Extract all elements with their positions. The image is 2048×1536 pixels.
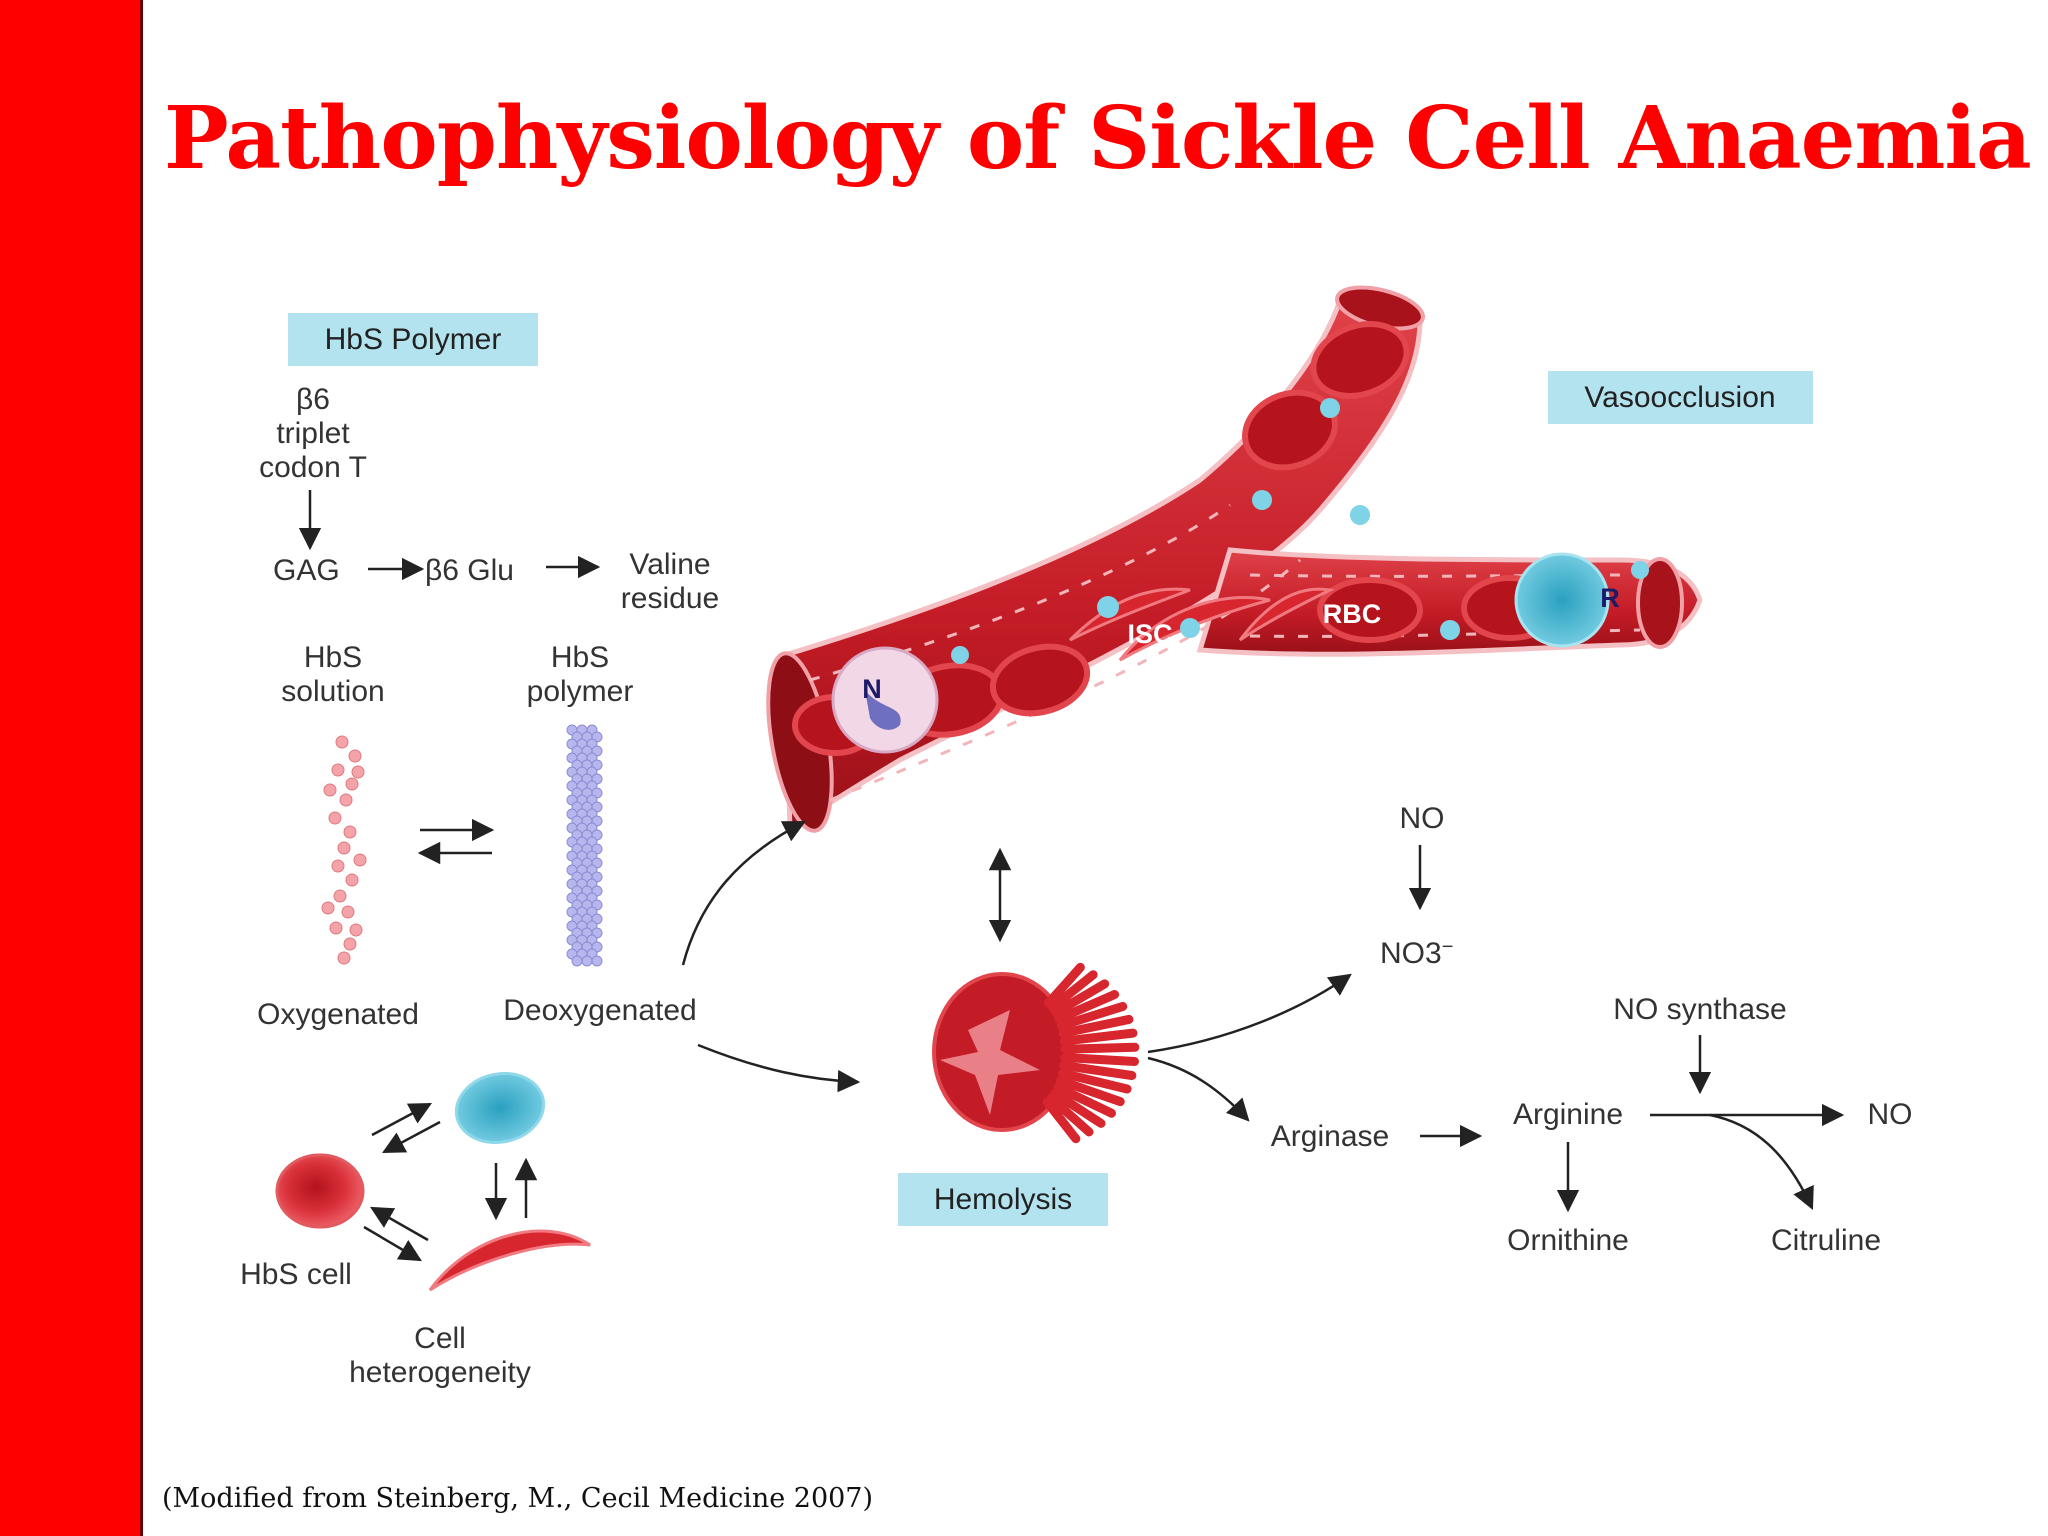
hbs-molecule-dot [346, 778, 358, 790]
no-right-label: NO [1868, 1098, 1913, 1131]
het-arrow-1 [372, 1104, 430, 1135]
vasoocclusion-box: Vasoocclusion [1548, 371, 1813, 424]
blood-vessel [757, 280, 1700, 836]
polymer-label: polymer [527, 675, 634, 708]
hemolysis-label: Hemolysis [934, 1183, 1072, 1216]
hbs-polymer-box: HbS Polymer [288, 313, 538, 366]
hbs-molecule-dot [332, 860, 344, 872]
no3-label: NO3− [1380, 936, 1453, 970]
hbs-molecule-dot [322, 902, 334, 914]
glu-label: β6 Glu [425, 554, 514, 587]
ornithine-label: Ornithine [1507, 1224, 1629, 1257]
hbs-molecule-dot [336, 736, 348, 748]
oxygenated-label: Oxygenated [257, 998, 419, 1031]
hbs-polymer-label: HbS Polymer [325, 323, 502, 356]
hbs-molecule-dot [342, 906, 354, 918]
deoxygenated-label: Deoxygenated [503, 994, 696, 1027]
polymer-subunit [592, 956, 602, 966]
beta6-label: β6 [296, 383, 330, 416]
source-caption: (Modified from Steinberg, M., Cecil Medi… [162, 1483, 873, 1514]
valine-label: Valine [629, 548, 710, 581]
heterogeneity-label: heterogeneity [349, 1356, 531, 1389]
hbs-polymer-title: HbS [551, 641, 609, 674]
hbs-molecule-dot [352, 766, 364, 778]
solution-label: solution [281, 675, 384, 708]
hbs-molecule-dot [354, 854, 366, 866]
codon-label: codon T [259, 451, 367, 484]
hbs-molecule-dot [338, 842, 350, 854]
hbs-cell-label: HbS cell [240, 1258, 352, 1291]
hemolysis-to-no3-arrow [1148, 975, 1350, 1052]
hbs-molecule-dot [334, 890, 346, 902]
rbc-label: RBC [1323, 599, 1382, 629]
hbs-molecule-dot [338, 952, 350, 964]
endothelial-cell-label: EC [871, 796, 909, 826]
hbs-molecule-dot [340, 794, 352, 806]
hbs-molecule-dot [349, 750, 361, 762]
hbs-molecule-dot [346, 874, 358, 886]
het-arrow-2 [384, 1122, 440, 1152]
arginine-label: Arginine [1513, 1098, 1623, 1131]
rupture-spike [1065, 1047, 1135, 1049]
neutrophil-label: N [862, 674, 882, 704]
isc-label: ISC [1127, 619, 1172, 649]
gag-label: GAG [273, 554, 340, 587]
citruline-label: Citruline [1771, 1224, 1881, 1257]
hbs-molecule-dot [332, 764, 344, 776]
cell-label: Cell [414, 1322, 466, 1355]
het-arrow-5 [372, 1208, 428, 1240]
hemolysis-box: Hemolysis [898, 1173, 1108, 1226]
hbs-molecule-dot [344, 826, 356, 838]
arginine-to-citruline-arrow [1710, 1115, 1812, 1208]
hbs-solution-title: HbS [304, 641, 362, 674]
hbs-molecule-dot [330, 922, 342, 934]
hbs-molecule-dot [329, 812, 341, 824]
deoxy-to-vessel-arrow [683, 822, 804, 965]
hbs-molecule-dot [350, 924, 362, 936]
sickle-cell-shape [430, 1231, 590, 1290]
no-synthase-label: NO synthase [1613, 993, 1786, 1026]
hbs-molecule-dot [324, 784, 336, 796]
polymer-subunit [572, 956, 582, 966]
reticulocyte-label: R [1600, 583, 1620, 613]
polymer-subunit [582, 956, 592, 966]
triplet-label: triplet [276, 417, 350, 450]
deoxy-to-hemolysis-arrow [698, 1045, 858, 1082]
hemolysis-to-arginase-arrow [1148, 1058, 1248, 1120]
reticulocyte-shape [450, 1066, 550, 1151]
hbs-polymer-fiber [567, 725, 602, 966]
hbs-cell-shape [277, 1155, 363, 1227]
hemolysing-cell [934, 967, 1135, 1138]
arginase-label: Arginase [1271, 1120, 1389, 1153]
hbs-molecule-dot [344, 938, 356, 950]
residue-label: residue [621, 582, 719, 615]
rupture-spike [1065, 1057, 1135, 1061]
no-top-label: NO [1400, 802, 1445, 835]
hbs-solution-molecules [322, 736, 366, 964]
vasoocclusion-label: Vasoocclusion [1584, 381, 1775, 414]
